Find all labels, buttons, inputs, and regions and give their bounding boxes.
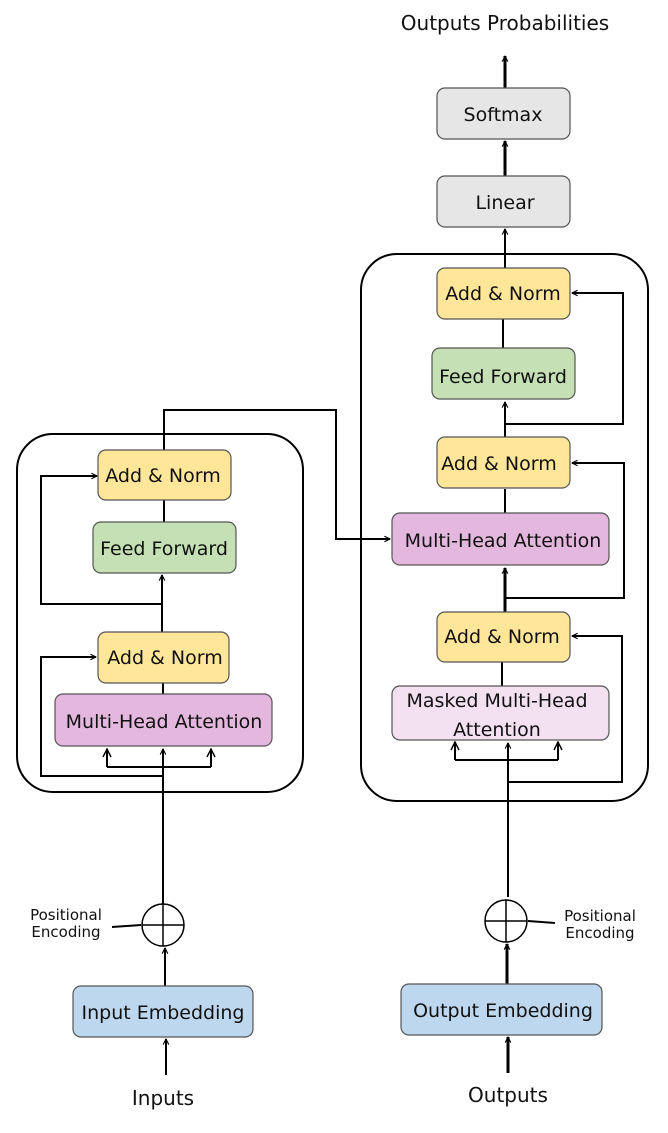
positional-encoding-right-label-2: Encoding <box>565 924 634 942</box>
linear-box <box>436 175 571 228</box>
decoder-residual-attn <box>505 463 625 599</box>
encoder-add-norm-top-label: Add & Norm <box>105 465 221 487</box>
decoder-masked-attention-label-2: Attention <box>453 719 541 741</box>
positional-encoding-right-label-1: Positional <box>564 907 636 925</box>
decoder-add-norm-middle-box <box>436 436 571 489</box>
input-embedding-label: Input Embedding <box>81 1002 244 1024</box>
encoder-add-norm-bottom-label: Add & Norm <box>107 647 223 669</box>
output-embedding-box <box>400 983 603 1036</box>
encoder-feed-forward-box <box>92 521 237 574</box>
decoder-add-norm-top-label: Add & Norm <box>445 283 561 305</box>
positional-encoding-left-line <box>111 924 142 928</box>
decoder-masked-attention-label-1: Masked Multi-Head <box>406 690 587 712</box>
decoder-frame <box>360 253 649 802</box>
decoder-residual-masked <box>508 636 623 783</box>
encoder-feed-forward-label: Feed Forward <box>100 538 228 560</box>
decoder-residual-ff <box>505 293 624 425</box>
encoder-attention-box <box>54 693 273 747</box>
decoder-masked-attention-box <box>391 685 610 741</box>
encoder-frame <box>16 433 304 793</box>
decoder-cross-attention-label: Multi-Head Attention <box>405 530 602 552</box>
positional-encoding-right-line <box>527 920 556 924</box>
decoder-add-norm-top-box <box>436 267 571 320</box>
encoder-residual-attn <box>40 657 163 777</box>
encoder-to-decoder-arrow <box>163 409 390 539</box>
linear-label: Linear <box>475 192 534 214</box>
decoder-add-norm-bottom-label: Add & Norm <box>444 626 560 648</box>
positional-encoding-left-label-2: Encoding <box>31 923 100 941</box>
decoder-feed-forward-box <box>431 347 576 400</box>
encoder-attention-label: Multi-Head Attention <box>66 711 263 733</box>
output-embedding-label: Output Embedding <box>413 1000 593 1022</box>
outputs-label: Outputs <box>468 1083 548 1107</box>
decoder-add-norm-bottom-box <box>436 611 571 663</box>
output-probabilities-label: Outputs Probabilities <box>401 11 609 35</box>
encoder-add-norm-bottom-box <box>97 631 230 684</box>
decoder-add-norm-middle-label: Add & Norm <box>441 453 557 475</box>
softmax-label: Softmax <box>464 104 543 126</box>
positional-encoding-left-label-1: Positional <box>30 906 102 924</box>
encoder-residual-ff <box>40 476 162 605</box>
softmax-box <box>436 87 571 140</box>
inputs-label: Inputs <box>132 1086 194 1110</box>
input-embedding-box <box>72 985 254 1038</box>
decoder-feed-forward-label: Feed Forward <box>439 366 567 388</box>
decoder-cross-attention-box <box>391 512 610 566</box>
encoder-add-norm-top-box <box>97 449 232 501</box>
